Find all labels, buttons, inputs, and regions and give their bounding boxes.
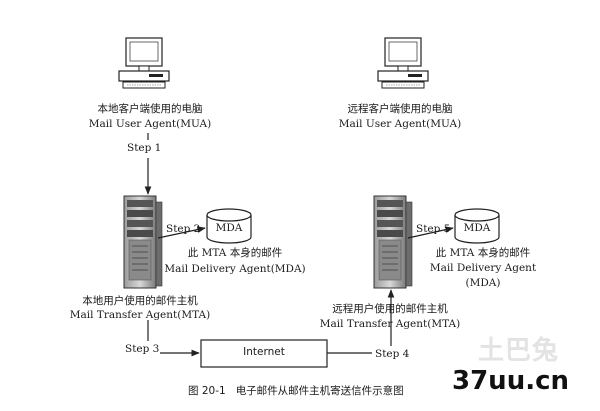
internet-box (200, 339, 328, 368)
remote-server-label-en: Mail Transfer Agent(MTA) (319, 318, 461, 330)
step1-label: Step 1 (127, 142, 162, 154)
figure-caption-text: 电子邮件从邮件主机寄送信件示意图 (235, 385, 404, 397)
step3-label: Step 3 (125, 343, 160, 355)
remote-computer-icon (377, 37, 429, 89)
internet-label: Internet (243, 346, 285, 358)
local-pc-label-cn: 本地客户端使用的电脑 (97, 103, 203, 115)
remote-server-icon (373, 195, 413, 289)
local-pc-label-en: Mail User Agent(MUA) (88, 118, 212, 130)
local-server-icon (123, 195, 163, 289)
local-mda-label-en: Mail Delivery Agent(MDA) (164, 263, 306, 275)
remote-pc-label-en: Mail User Agent(MUA) (338, 118, 462, 130)
figure-caption: 图 20-1 电子邮件从邮件主机寄送信件示意图 (188, 385, 404, 398)
remote-mda-label-cn: 此 MTA 本身的邮件 (435, 247, 531, 259)
local-mda-label-cn: 此 MTA 本身的邮件 (187, 247, 283, 259)
local-server-label-en: Mail Transfer Agent(MTA) (69, 309, 211, 321)
remote-mda-label-en-2: (MDA) (465, 277, 501, 289)
step4-label: Step 4 (375, 348, 410, 360)
remote-mda-label-en-1: Mail Delivery Agent (429, 262, 537, 274)
figure-caption-number: 图 20-1 (188, 385, 226, 397)
local-server-label-cn: 本地用户使用的邮件主机 (82, 295, 198, 307)
step2-arrow (157, 226, 206, 239)
step5-arrow (407, 226, 454, 239)
watermark-logo: 土巴兔 (478, 336, 560, 366)
step2-label: Step 2 (166, 223, 201, 235)
step5-label: Step 5 (416, 223, 451, 235)
local-mda-db-label: MDA (215, 222, 243, 234)
remote-pc-label-cn: 远程客户端使用的电脑 (347, 103, 453, 115)
remote-server-label-cn: 远程用户使用的邮件主机 (332, 303, 448, 315)
local-mda-database-icon (206, 208, 252, 244)
remote-mda-database-icon (454, 208, 500, 244)
watermark-url: 37uu.cn (452, 366, 569, 396)
remote-mda-db-label: MDA (463, 222, 491, 234)
local-computer-icon (118, 37, 170, 89)
